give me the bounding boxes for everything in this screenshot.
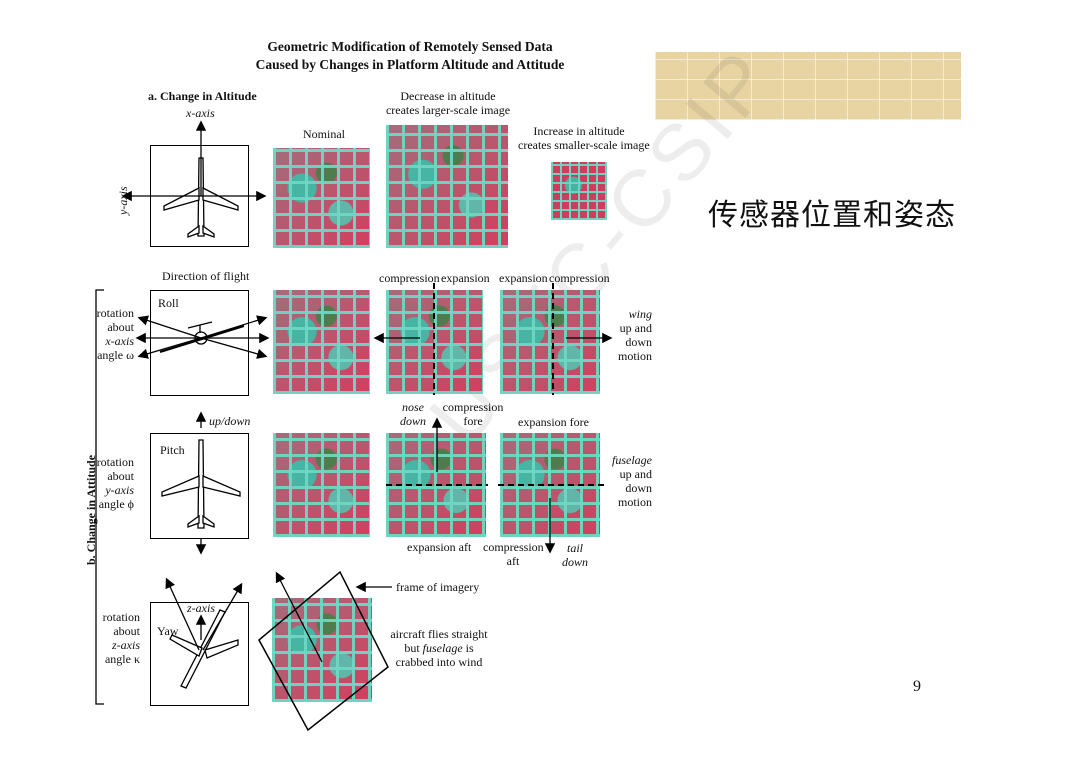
title-line-2: Caused by Changes in Platform Altitude a… [255,57,565,72]
yaw-image [272,598,372,702]
pitch-rot-4: angle ϕ [98,497,134,511]
expansion-fore-label: expansion fore [518,415,589,429]
compression-aft-label: compression aft [483,540,544,568]
wing-up-and: up and [619,321,652,335]
increase-label: Increase in altitude creates smaller-sca… [518,124,650,152]
altitude-aircraft-frame [150,145,249,247]
fuselage-up-and: up and [619,467,652,481]
up-down-label: up/down [209,414,251,428]
decrease-line-2: creates larger-scale image [385,103,511,117]
roll-nominal-image [273,290,370,394]
tail-down-label: tail down [560,541,590,569]
yaw-label: Yaw [157,624,179,638]
wing-down: down [625,335,652,349]
compression-fore-2: fore [463,414,483,428]
figure-title: Geometric Modification of Remotely Sense… [150,38,670,74]
fuselage-word: fuselage [612,453,652,467]
nose-down-label: nose down [396,400,430,428]
pitch-rot-3: y-axis [105,483,134,497]
increase-line-2: creates smaller-scale image [518,138,650,152]
yaw-rot-4: angle κ [104,652,140,666]
crab-pre: but [404,641,423,655]
wing-motion-label: wing up and down motion [608,307,652,363]
roll-right-image [500,290,600,394]
direction-of-flight-label: Direction of flight [162,269,250,283]
roll-rot-2: about [107,320,134,334]
crab-fuselage: fuselage [422,641,463,655]
tail-down-word: down [561,555,588,569]
smaller-scale-image [551,162,607,220]
page-number: 9 [913,678,921,695]
roll-rotation-label: rotation about x-axis angle ω [96,306,134,362]
title-line-1: Geometric Modification of Remotely Sense… [267,39,553,54]
z-axis-label: z-axis [187,601,215,615]
world-map-banner [655,52,961,120]
yaw-rot-1: rotation [102,610,140,624]
wing-word: wing [628,307,652,321]
pitch-rot-1: rotation [96,455,134,469]
roll-compression-2: compression [549,271,610,285]
nose-word: nose [402,400,424,414]
yaw-rot-2: about [113,624,140,638]
pitch-tail-down-image [500,433,600,537]
y-axis-label: y-axis [116,186,130,215]
yaw-aircraft-frame [150,602,249,706]
crab-line-3: crabbed into wind [395,655,483,669]
fuselage-motion-label: fuselage up and down motion [600,453,652,509]
compression-aft-1: compression [483,540,544,554]
x-axis-label: x-axis [186,106,215,120]
pitch-nominal-image [273,433,370,537]
chinese-heading: 传感器位置和姿态 [708,198,956,233]
roll-expansion-2: expansion [499,271,548,285]
wing-motion: motion [617,349,652,363]
yaw-rot-3: z-axis [112,638,140,652]
crab-line-2: but fuselage is [384,641,494,655]
increase-line-1: Increase in altitude [533,124,625,138]
pitch-label: Pitch [160,443,185,457]
tail-word: tail [566,541,583,555]
roll-left-image [386,290,483,394]
crab-label: aircraft flies straight but fuselage is … [384,627,494,669]
roll-rot-4: angle ω [97,348,134,362]
compression-aft-2: aft [506,554,520,568]
pitch-nose-down-image [386,433,486,537]
nose-down-word: down [399,414,426,428]
roll-rot-3: x-axis [105,334,134,348]
crab-post: is [462,641,474,655]
nominal-label: Nominal [303,127,345,141]
roll-rot-1: rotation [96,306,134,320]
roll-compression-1: compression [379,271,440,285]
fuselage-down: down [625,481,652,495]
section-a-heading: a. Change in Altitude [148,89,257,103]
fuselage-motion: motion [617,495,652,509]
compression-fore-label: compression fore [442,400,504,428]
decrease-label: Decrease in altitude creates larger-scal… [378,89,518,117]
larger-scale-image [386,125,508,248]
pitch-rot-2: about [107,469,134,483]
nominal-image [273,148,370,248]
roll-expansion-1: expansion [441,271,490,285]
pitch-rotation-label: rotation about y-axis angle ϕ [96,455,134,511]
frame-of-imagery-label: frame of imagery [396,580,480,594]
expansion-aft-label: expansion aft [407,540,472,554]
yaw-rotation-label: rotation about z-axis angle κ [96,610,140,666]
decrease-line-1: Decrease in altitude [400,89,496,103]
crab-line-1: aircraft flies straight [390,627,488,641]
compression-fore-1: compression [442,400,504,414]
roll-label: Roll [158,296,179,310]
